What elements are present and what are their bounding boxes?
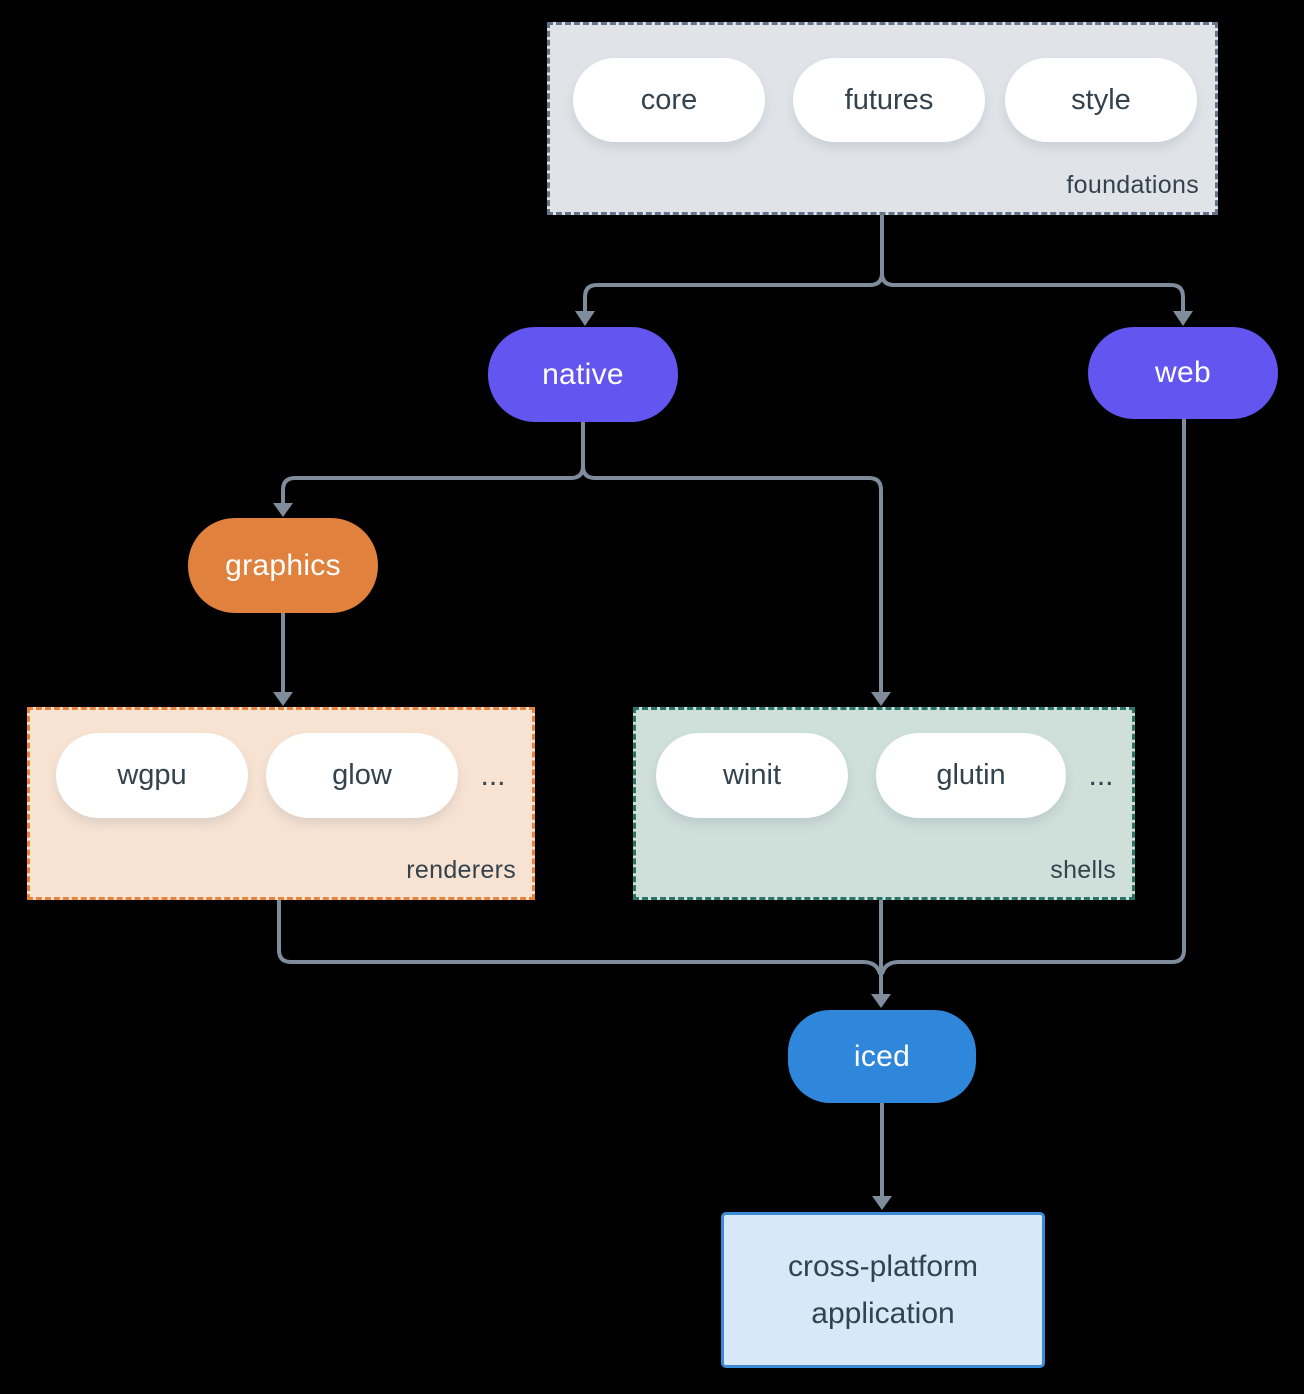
pill-core-label: core: [640, 83, 698, 116]
edge-renderers-iced: [277, 900, 882, 975]
node-native: native: [488, 327, 678, 422]
pill-futures-label: futures: [844, 83, 934, 116]
node-native-label: native: [542, 357, 624, 391]
pill-wgpu-label: wgpu: [117, 759, 187, 791]
pill-futures: futures: [793, 58, 985, 142]
pill-winit: winit: [656, 733, 848, 818]
renderers-group-label: renderers: [406, 856, 516, 884]
shells-group: winit glutin ... shells: [633, 707, 1135, 900]
renderers-ellipsis: ...: [480, 758, 506, 792]
edge-foundations-native: [583, 215, 884, 312]
node-web: web: [1088, 327, 1278, 419]
arrowhead-graphics: [273, 503, 293, 517]
arrowhead-native: [575, 311, 595, 326]
node-graphics-label: graphics: [225, 548, 341, 582]
renderers-group: wgpu glow ... renderers: [27, 707, 535, 900]
application-label: cross-platform application: [787, 1250, 979, 1330]
shells-ellipsis: ...: [1088, 758, 1114, 792]
application-box: cross-platform application: [721, 1212, 1045, 1368]
arrowhead-iced: [871, 994, 891, 1008]
pill-glow-label: glow: [332, 759, 392, 791]
arrowhead-web: [1173, 311, 1193, 326]
pill-wgpu: wgpu: [56, 733, 248, 818]
edge-native-graphics: [281, 422, 585, 504]
edge-foundations-web: [880, 272, 1185, 312]
pill-glutin: glutin: [876, 733, 1066, 818]
shells-group-label: shells: [1050, 856, 1116, 884]
pill-glutin-label: glutin: [936, 759, 1006, 791]
pill-style: style: [1005, 58, 1197, 142]
foundations-group: core futures style foundations: [547, 22, 1218, 215]
node-iced-label: iced: [853, 1039, 911, 1073]
node-iced: iced: [788, 1010, 976, 1103]
pill-winit-label: winit: [722, 759, 781, 791]
pill-glow: glow: [266, 733, 458, 818]
node-web-label: web: [1155, 356, 1211, 389]
arrowhead-application: [872, 1196, 892, 1210]
arrowhead-renderers: [273, 692, 293, 706]
pill-style-label: style: [1071, 83, 1131, 116]
node-graphics: graphics: [188, 518, 378, 613]
arrowhead-shells: [871, 692, 891, 706]
foundations-group-label: foundations: [1066, 171, 1199, 199]
pill-core: core: [573, 58, 765, 142]
edge-native-shells: [581, 465, 883, 693]
edge-web-iced: [880, 418, 1186, 975]
